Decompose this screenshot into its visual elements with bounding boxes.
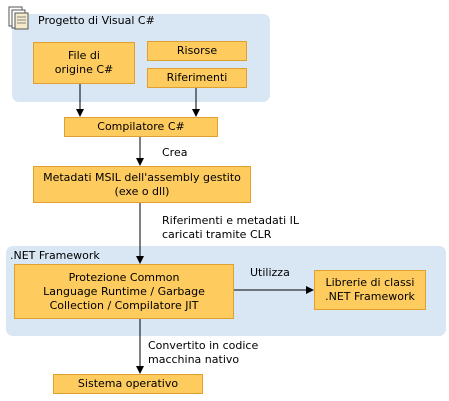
box-references: Riferimenti: [147, 68, 247, 88]
box-source-files: File di origine C#: [33, 42, 135, 84]
edge-label-converted: Convertito in codice macchina nativo: [148, 339, 259, 366]
box-resources: Risorse: [147, 41, 247, 61]
edge-label-creates: Crea: [162, 146, 188, 159]
box-clr: Protezione Common Language Runtime / Gar…: [14, 264, 234, 319]
visual-project-title: Progetto di Visual C#: [38, 14, 155, 27]
edge-label-refs-loaded: Riferimenti e metadati IL caricati trami…: [162, 214, 300, 241]
edge-label-uses: Utilizza: [250, 266, 290, 279]
box-class-libraries: Librerie di classi .NET Framework: [314, 270, 426, 310]
box-os: Sistema operativo: [53, 374, 203, 394]
box-compiler: Compilatore C#: [64, 117, 218, 137]
net-framework-title: .NET Framework: [10, 249, 100, 262]
project-folder-icon: [8, 6, 29, 30]
box-msil: Metadati MSIL dell'assembly gestito (exe…: [33, 166, 251, 203]
